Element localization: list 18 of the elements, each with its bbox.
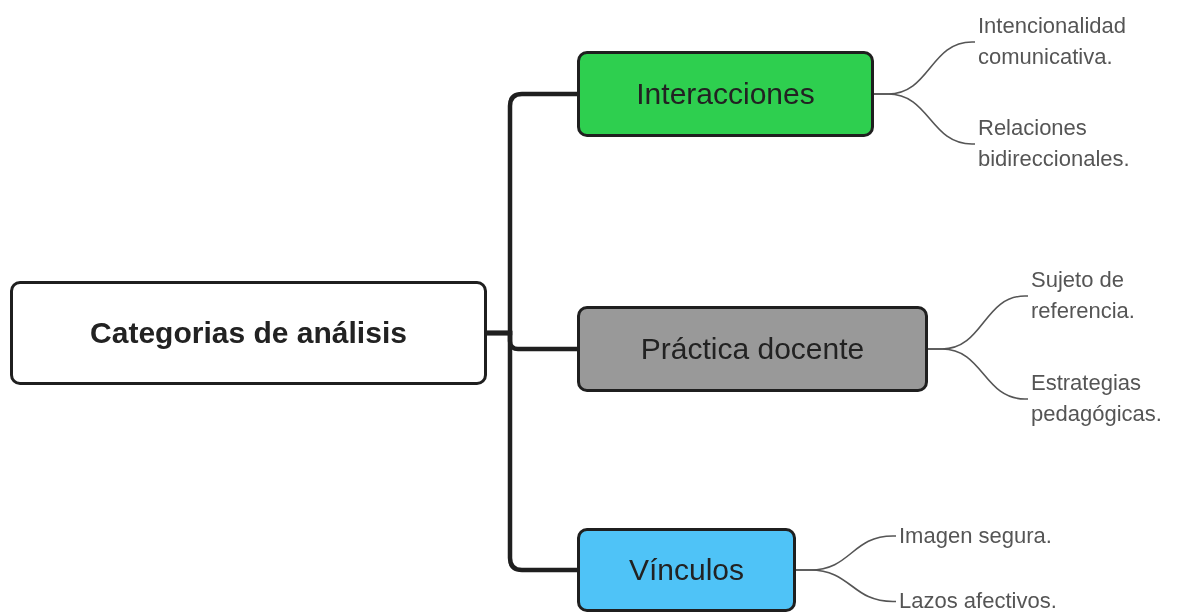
- connector-line: [927, 348, 1029, 400]
- root-topic-box: [10, 281, 487, 385]
- topic-box: [577, 528, 796, 612]
- topic-box: [577, 306, 928, 392]
- subtopic-text: Sujeto de referencia.: [1031, 266, 1136, 325]
- topic-label: Categorias de análisis: [90, 316, 407, 350]
- topic-box: [577, 51, 874, 137]
- topic-label: Interacciones: [636, 77, 815, 111]
- subtopic-text: Lazos afectivos.: [899, 587, 1057, 615]
- connector-line: [487, 330, 577, 573]
- topic-label: Práctica docente: [640, 332, 865, 366]
- subtopic-text: Estrategias pedagógicas.: [1031, 369, 1163, 428]
- subtopic-text: Relaciones bidireccionales.: [978, 114, 1131, 173]
- connector-line: [795, 569, 897, 603]
- subtopic-text: Imagen segura.: [899, 521, 1052, 550]
- topic-label: Vínculos: [628, 553, 745, 587]
- connector-line: [873, 93, 976, 145]
- subtopic-text: Intencionalidad comunicativa.: [978, 12, 1127, 71]
